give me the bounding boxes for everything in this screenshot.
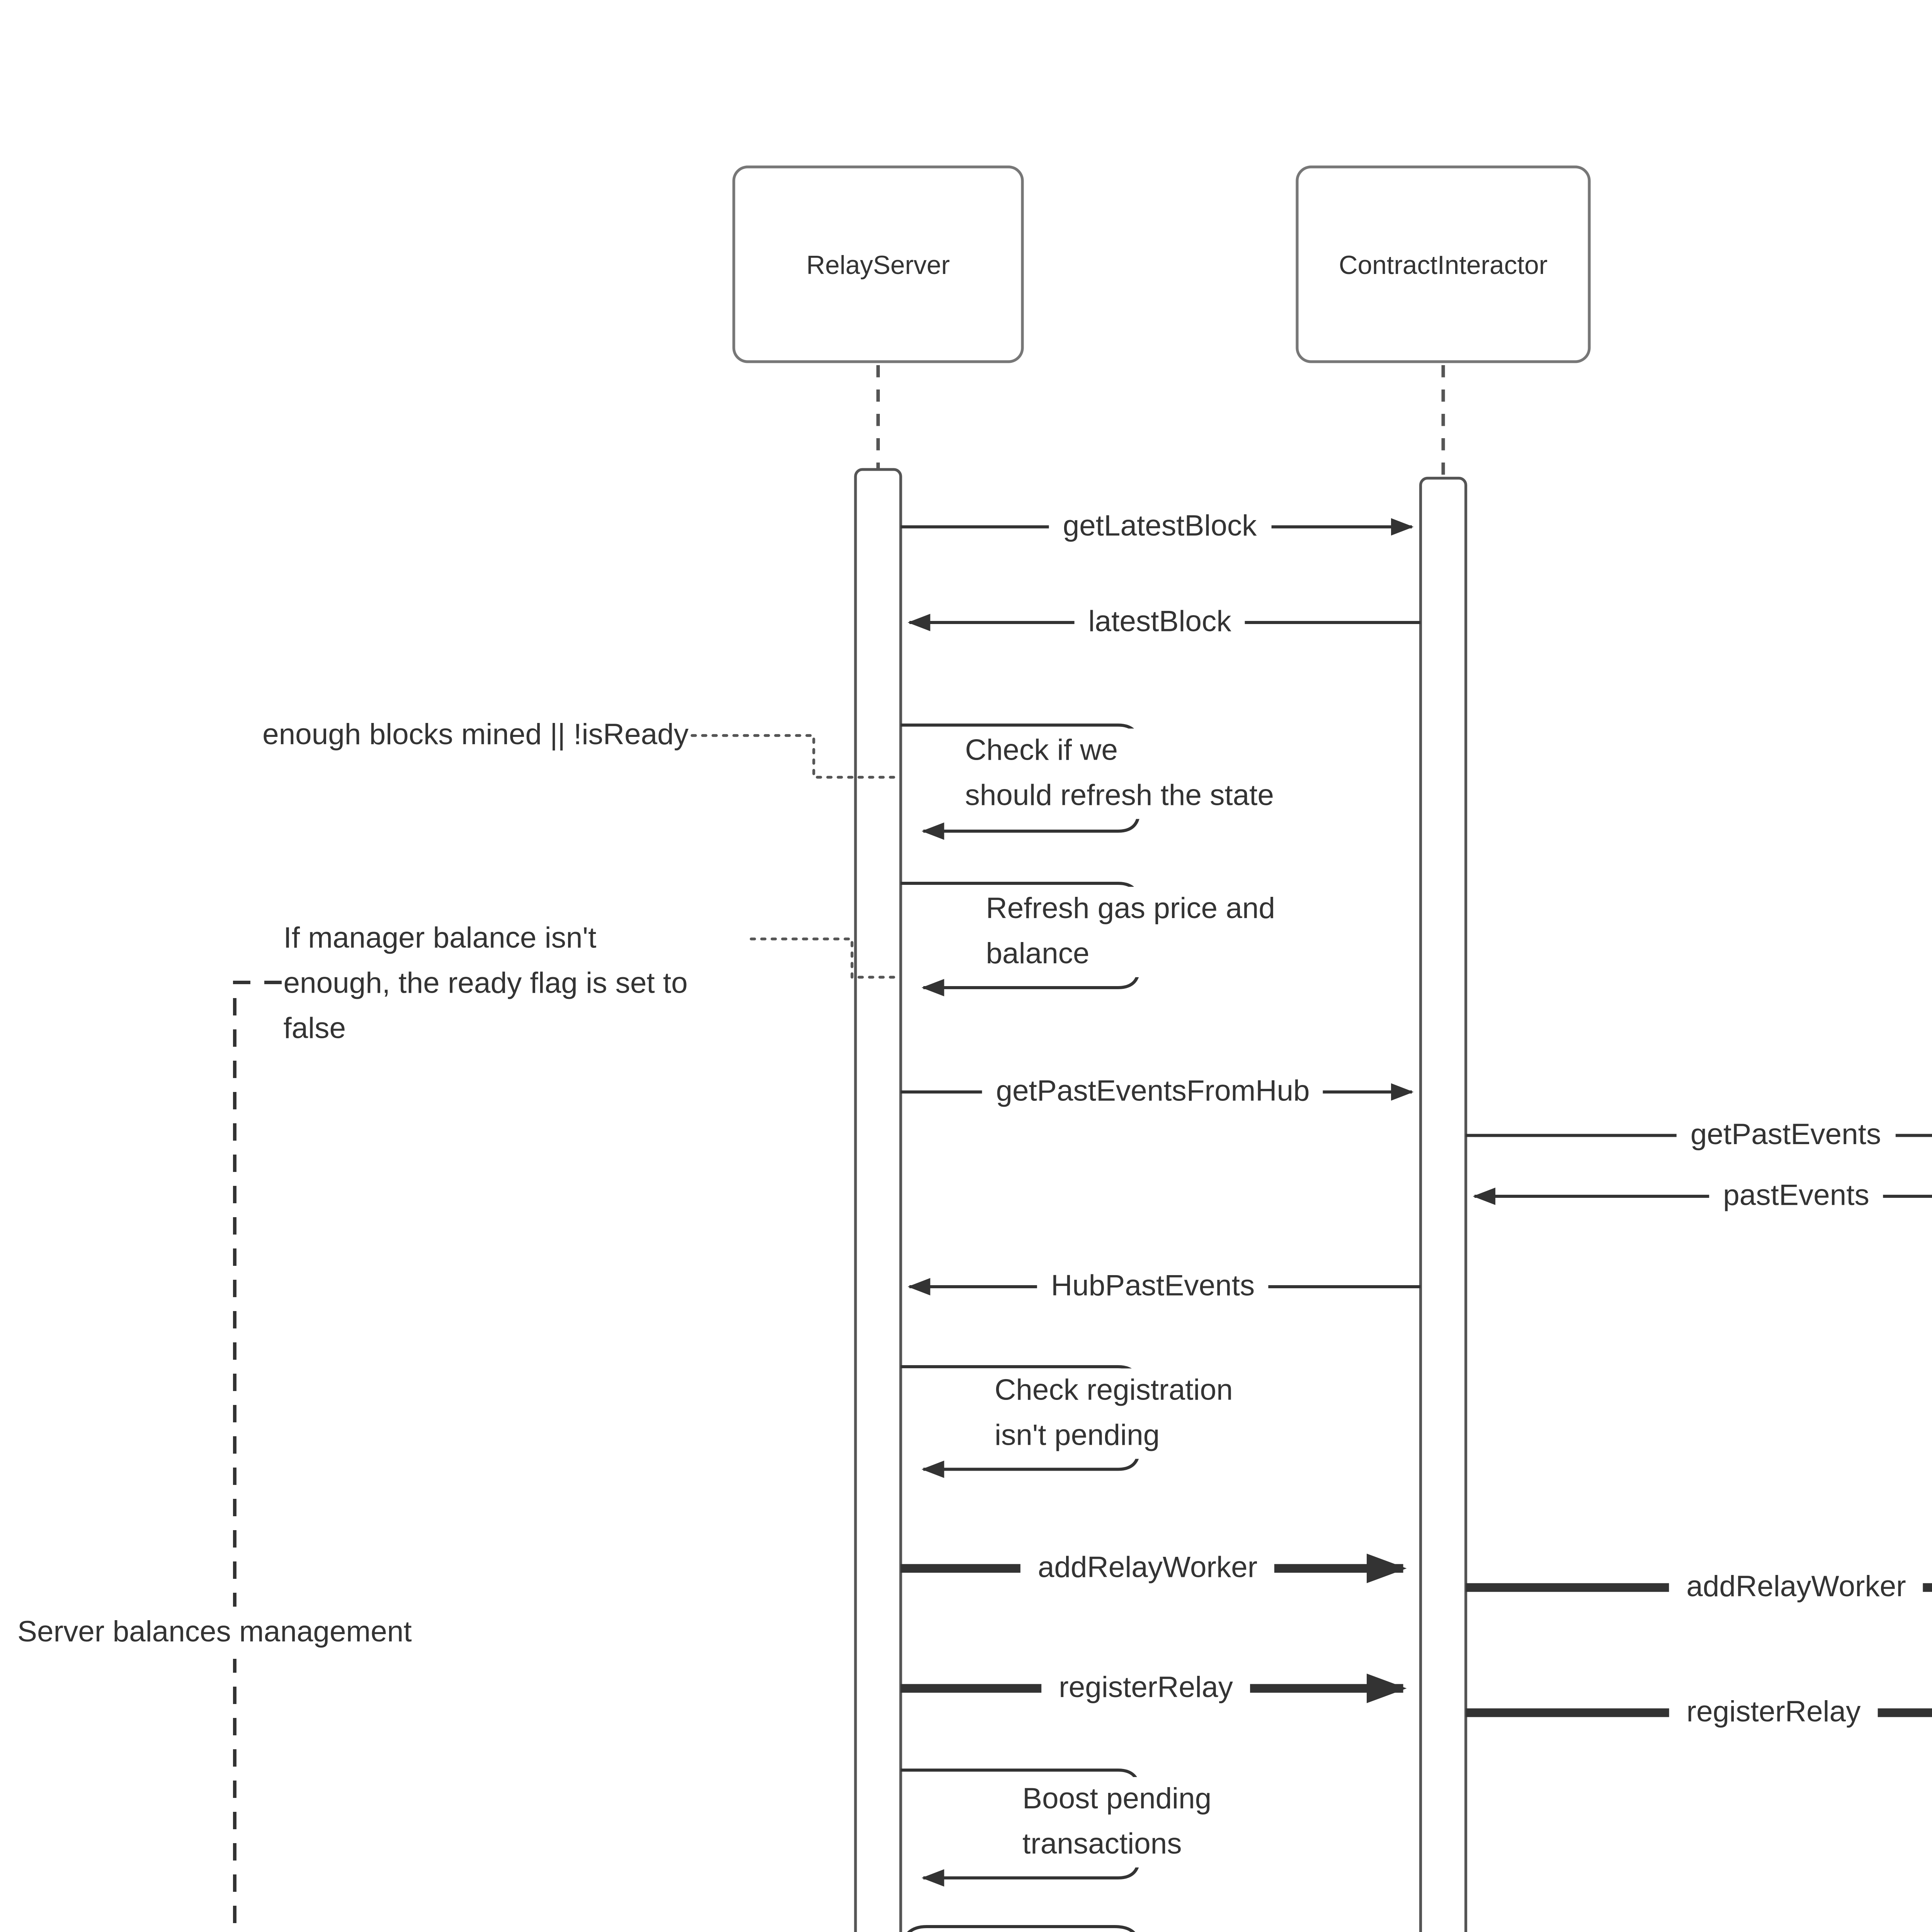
message-addrelayworker-ci-hub: addRelayWorker — [1669, 1570, 1923, 1605]
message-registerrelay-ci-hub: registerRelay — [1669, 1695, 1878, 1730]
message-registerrelay-rs-ci: registerRelay — [1041, 1671, 1250, 1706]
server-balances-bracket — [233, 981, 282, 1932]
note-manager-balance: If manager balance isn't enough, the rea… — [283, 922, 688, 1045]
message-addrelayworker-rs-ci: addRelayWorker — [1020, 1551, 1275, 1586]
message-getpastevents: getPastEvents — [1676, 1118, 1895, 1153]
message-getlatestblock: getLatestBlock — [1049, 509, 1271, 544]
selfmsg-check-refresh: Check if we should refresh the state — [961, 728, 1278, 819]
selfmsg-refresh-gas: Refresh gas price and balance — [982, 887, 1279, 977]
message-getpasteventsfromhub: getPastEventsFromHub — [982, 1075, 1324, 1109]
note-enough-blocks: enough blocks mined || !isReady — [262, 718, 689, 752]
message-hubpastevents: HubPastEvents — [1037, 1269, 1269, 1304]
participant-relayserver-box — [732, 165, 1024, 363]
message-pastevents: pastEvents — [1709, 1179, 1883, 1214]
self-loop-handlepasthubevents — [907, 1925, 1136, 1932]
activation-relayserver — [854, 468, 902, 1932]
participant-relayserver-label: RelayServer — [806, 251, 950, 281]
activation-contractinteractor — [1419, 476, 1468, 1932]
selfmsg-boost-pending: Boost pending transactions — [1019, 1777, 1215, 1867]
participant-contractinteractor-label: ContractInteractor — [1338, 251, 1548, 281]
selfmsg-check-registration: Check registration isn't pending — [991, 1368, 1236, 1459]
message-latestblock: latestBlock — [1074, 605, 1245, 640]
participant-contractinteractor-box — [1296, 165, 1591, 363]
note-server-balances: Server balances management — [10, 1607, 419, 1659]
